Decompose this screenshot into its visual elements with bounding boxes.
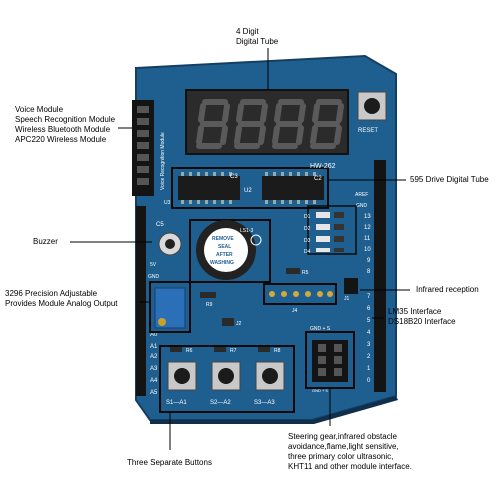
- svg-text:A2: A2: [150, 354, 158, 360]
- buzzer-text: REMOVE SEAL AFTER WASHING: [210, 236, 234, 266]
- leader-lines: [70, 48, 410, 450]
- silk-j4: J4: [292, 308, 298, 314]
- potentiometer-frame: [149, 281, 191, 333]
- silk-c3: C3: [230, 174, 238, 180]
- silk-5v: 5V: [150, 262, 157, 268]
- silk-model: HW-262: [310, 163, 336, 170]
- right-header: [374, 160, 386, 392]
- svg-text:2: 2: [367, 354, 371, 360]
- button-s3: [255, 361, 285, 391]
- svg-text:10: 10: [364, 247, 371, 253]
- drive-chip-frame: [171, 167, 329, 209]
- callout-voice-module: Voice Module Speech Recognition Module W…: [15, 105, 116, 144]
- svg-text:4: 4: [367, 330, 371, 336]
- drive-chip-u3: [178, 176, 240, 200]
- silk-r7: R7: [230, 348, 237, 354]
- potentiometer-screw: [158, 318, 166, 326]
- svg-text:A5: A5: [150, 390, 158, 396]
- silk-d1: D1: [304, 214, 311, 220]
- svg-text:13: 13: [364, 214, 371, 220]
- left-header: [136, 206, 146, 396]
- callout-precision: 3296 Precision Adjustable Provides Modul…: [5, 289, 118, 308]
- silk-u3: U3: [164, 200, 171, 206]
- silk-s3: S3—A3: [254, 400, 275, 406]
- silk-pin-header-bottom: GND + 5: [312, 388, 328, 393]
- silk-c2: C2: [314, 176, 322, 182]
- drive-chip-u2: [262, 176, 324, 200]
- right-pin-labels: 13 12 11 10 9 8 7 6 5 4 3 2 1 0: [364, 214, 371, 384]
- silk-pin-header: GND + S: [310, 326, 331, 332]
- infrared-receiver: [344, 278, 358, 294]
- left-pin-labels: A0 A1 A2 A3 A4 A5: [150, 332, 158, 396]
- callout-buttons: Three Separate Buttons: [127, 458, 212, 467]
- svg-text:7: 7: [367, 294, 371, 300]
- module-interface-pins: [318, 344, 342, 376]
- reset-button: [357, 91, 387, 121]
- callout-steering: Steering gear,infrared obstacle avoidanc…: [288, 432, 412, 471]
- leds: [316, 212, 344, 252]
- svg-text:SEAL: SEAL: [218, 244, 231, 250]
- svg-text:WASHING: WASHING: [210, 260, 234, 266]
- svg-text:A4: A4: [150, 378, 158, 384]
- svg-text:REMOVE: REMOVE: [212, 236, 234, 242]
- callout-drive-tube: 595 Drive Digital Tube: [410, 175, 489, 184]
- svg-text:12: 12: [364, 225, 371, 231]
- button-s2: [211, 361, 241, 391]
- silk-d2: D2: [304, 226, 311, 232]
- svg-text:9: 9: [367, 258, 371, 264]
- sensor-interface-frame: [263, 283, 337, 305]
- buzzer-sticker: [204, 228, 248, 272]
- svg-text:3: 3: [367, 342, 371, 348]
- pcb-shadow-edge: [150, 396, 398, 424]
- svg-text:1: 1: [367, 366, 371, 372]
- voice-module-silk: Voice Recognition Module: [160, 132, 166, 190]
- silk-r6: R6: [186, 348, 193, 354]
- silk-j2: J2: [236, 321, 242, 327]
- silk-ls: LS1-3: [240, 228, 254, 234]
- capacitor-c5-top: [165, 239, 175, 249]
- callout-infrared: Infrared reception: [416, 285, 479, 294]
- reset-silk: RESET: [358, 128, 378, 134]
- buzzer-plus-mark: [250, 234, 262, 246]
- silk-r5: R5: [302, 270, 309, 276]
- svg-text:8: 8: [367, 269, 371, 275]
- silk-gnd-left: GND: [148, 274, 160, 280]
- silk-d3: D3: [304, 238, 311, 244]
- led-frame: [307, 205, 357, 255]
- silk-aref: AREF: [355, 192, 368, 198]
- silk-gnd-right: GND: [356, 203, 368, 209]
- module-interface-header: [312, 340, 348, 382]
- silk-j1: J1: [344, 296, 350, 302]
- svg-text:A1: A1: [150, 344, 158, 350]
- buttons-frame: [159, 345, 295, 413]
- buzzer-frame: [189, 219, 271, 283]
- svg-text:6: 6: [367, 306, 371, 312]
- chip-pins: [181, 172, 316, 204]
- voice-header-pins: [137, 106, 149, 185]
- sensor-interface-pins: [269, 291, 333, 297]
- silk-s1: S1—A1: [166, 400, 187, 406]
- resistors: [170, 268, 300, 352]
- silk-c5: C5: [156, 222, 164, 228]
- silk-s2: S2—A2: [210, 400, 231, 406]
- svg-text:5: 5: [367, 318, 371, 324]
- button-s1: [167, 361, 197, 391]
- svg-text:A0: A0: [150, 332, 158, 338]
- silk-u2: U2: [244, 188, 252, 194]
- silk-d4: D4: [304, 249, 311, 255]
- svg-text:0: 0: [367, 378, 371, 384]
- callout-buzzer: Buzzer: [33, 237, 58, 246]
- reset-button-cap: [364, 98, 380, 114]
- callout-sensor: LM35 Interface DS18B20 Interface: [388, 307, 456, 326]
- digit-segments: [196, 99, 344, 149]
- svg-text:11: 11: [364, 236, 371, 242]
- silk-r8: R8: [274, 348, 281, 354]
- svg-text:A3: A3: [150, 366, 158, 372]
- svg-text:AFTER: AFTER: [216, 252, 233, 258]
- callout-digit-tube: 4 Digit Digital Tube: [236, 27, 279, 46]
- silk-r9: R9: [206, 302, 213, 308]
